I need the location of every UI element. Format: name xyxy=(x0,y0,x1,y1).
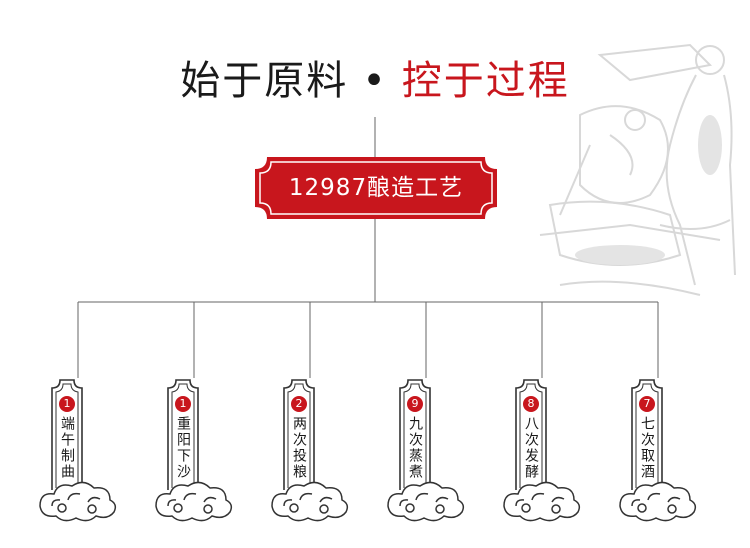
title-left: 始于原料 xyxy=(180,58,349,104)
step-number-badge: 2 xyxy=(291,396,307,412)
step-number-badge: 7 xyxy=(639,396,655,412)
card-frame xyxy=(619,379,697,522)
step-label: 端午制曲 xyxy=(59,416,75,480)
step-number-badge: 8 xyxy=(523,396,539,412)
cloud-ornament-icon xyxy=(39,481,117,522)
cloud-ornament-icon xyxy=(503,481,581,522)
step-card: 9 九次蒸煮 xyxy=(386,378,466,528)
card-frame xyxy=(155,379,233,522)
cloud-ornament-icon xyxy=(155,481,233,522)
step-number-badge: 1 xyxy=(175,396,191,412)
step-card: 2 两次投粮 xyxy=(270,378,350,528)
title-dot: • xyxy=(362,58,388,104)
card-frame xyxy=(503,379,581,522)
step-card: 1 端午制曲 xyxy=(38,378,118,528)
step-card: 8 八次发酵 xyxy=(502,378,582,528)
brewing-sketch-illustration xyxy=(539,43,736,296)
cloud-ornament-icon xyxy=(387,481,465,522)
cloud-ornament-icon xyxy=(271,481,349,522)
title-right: 控于过程 xyxy=(401,58,570,104)
card-frame xyxy=(387,379,465,522)
card-frame xyxy=(271,379,349,522)
step-label: 八次发酵 xyxy=(523,416,539,480)
card-frame xyxy=(39,379,117,522)
step-card: 7 七次取酒 xyxy=(618,378,698,528)
step-label: 两次投粮 xyxy=(291,416,307,480)
step-card: 1 重阳下沙 xyxy=(154,378,234,528)
step-label: 重阳下沙 xyxy=(175,416,191,480)
step-label: 九次蒸煮 xyxy=(407,416,423,480)
step-number-badge: 1 xyxy=(59,396,75,412)
cloud-ornament-icon xyxy=(619,481,697,522)
step-label: 七次取酒 xyxy=(639,416,655,480)
step-number-badge: 9 xyxy=(407,396,423,412)
banner-text: 12987酿造工艺 xyxy=(288,175,464,201)
process-banner xyxy=(255,157,497,219)
page-title: 始于原料 • 控于过程 xyxy=(0,48,750,106)
